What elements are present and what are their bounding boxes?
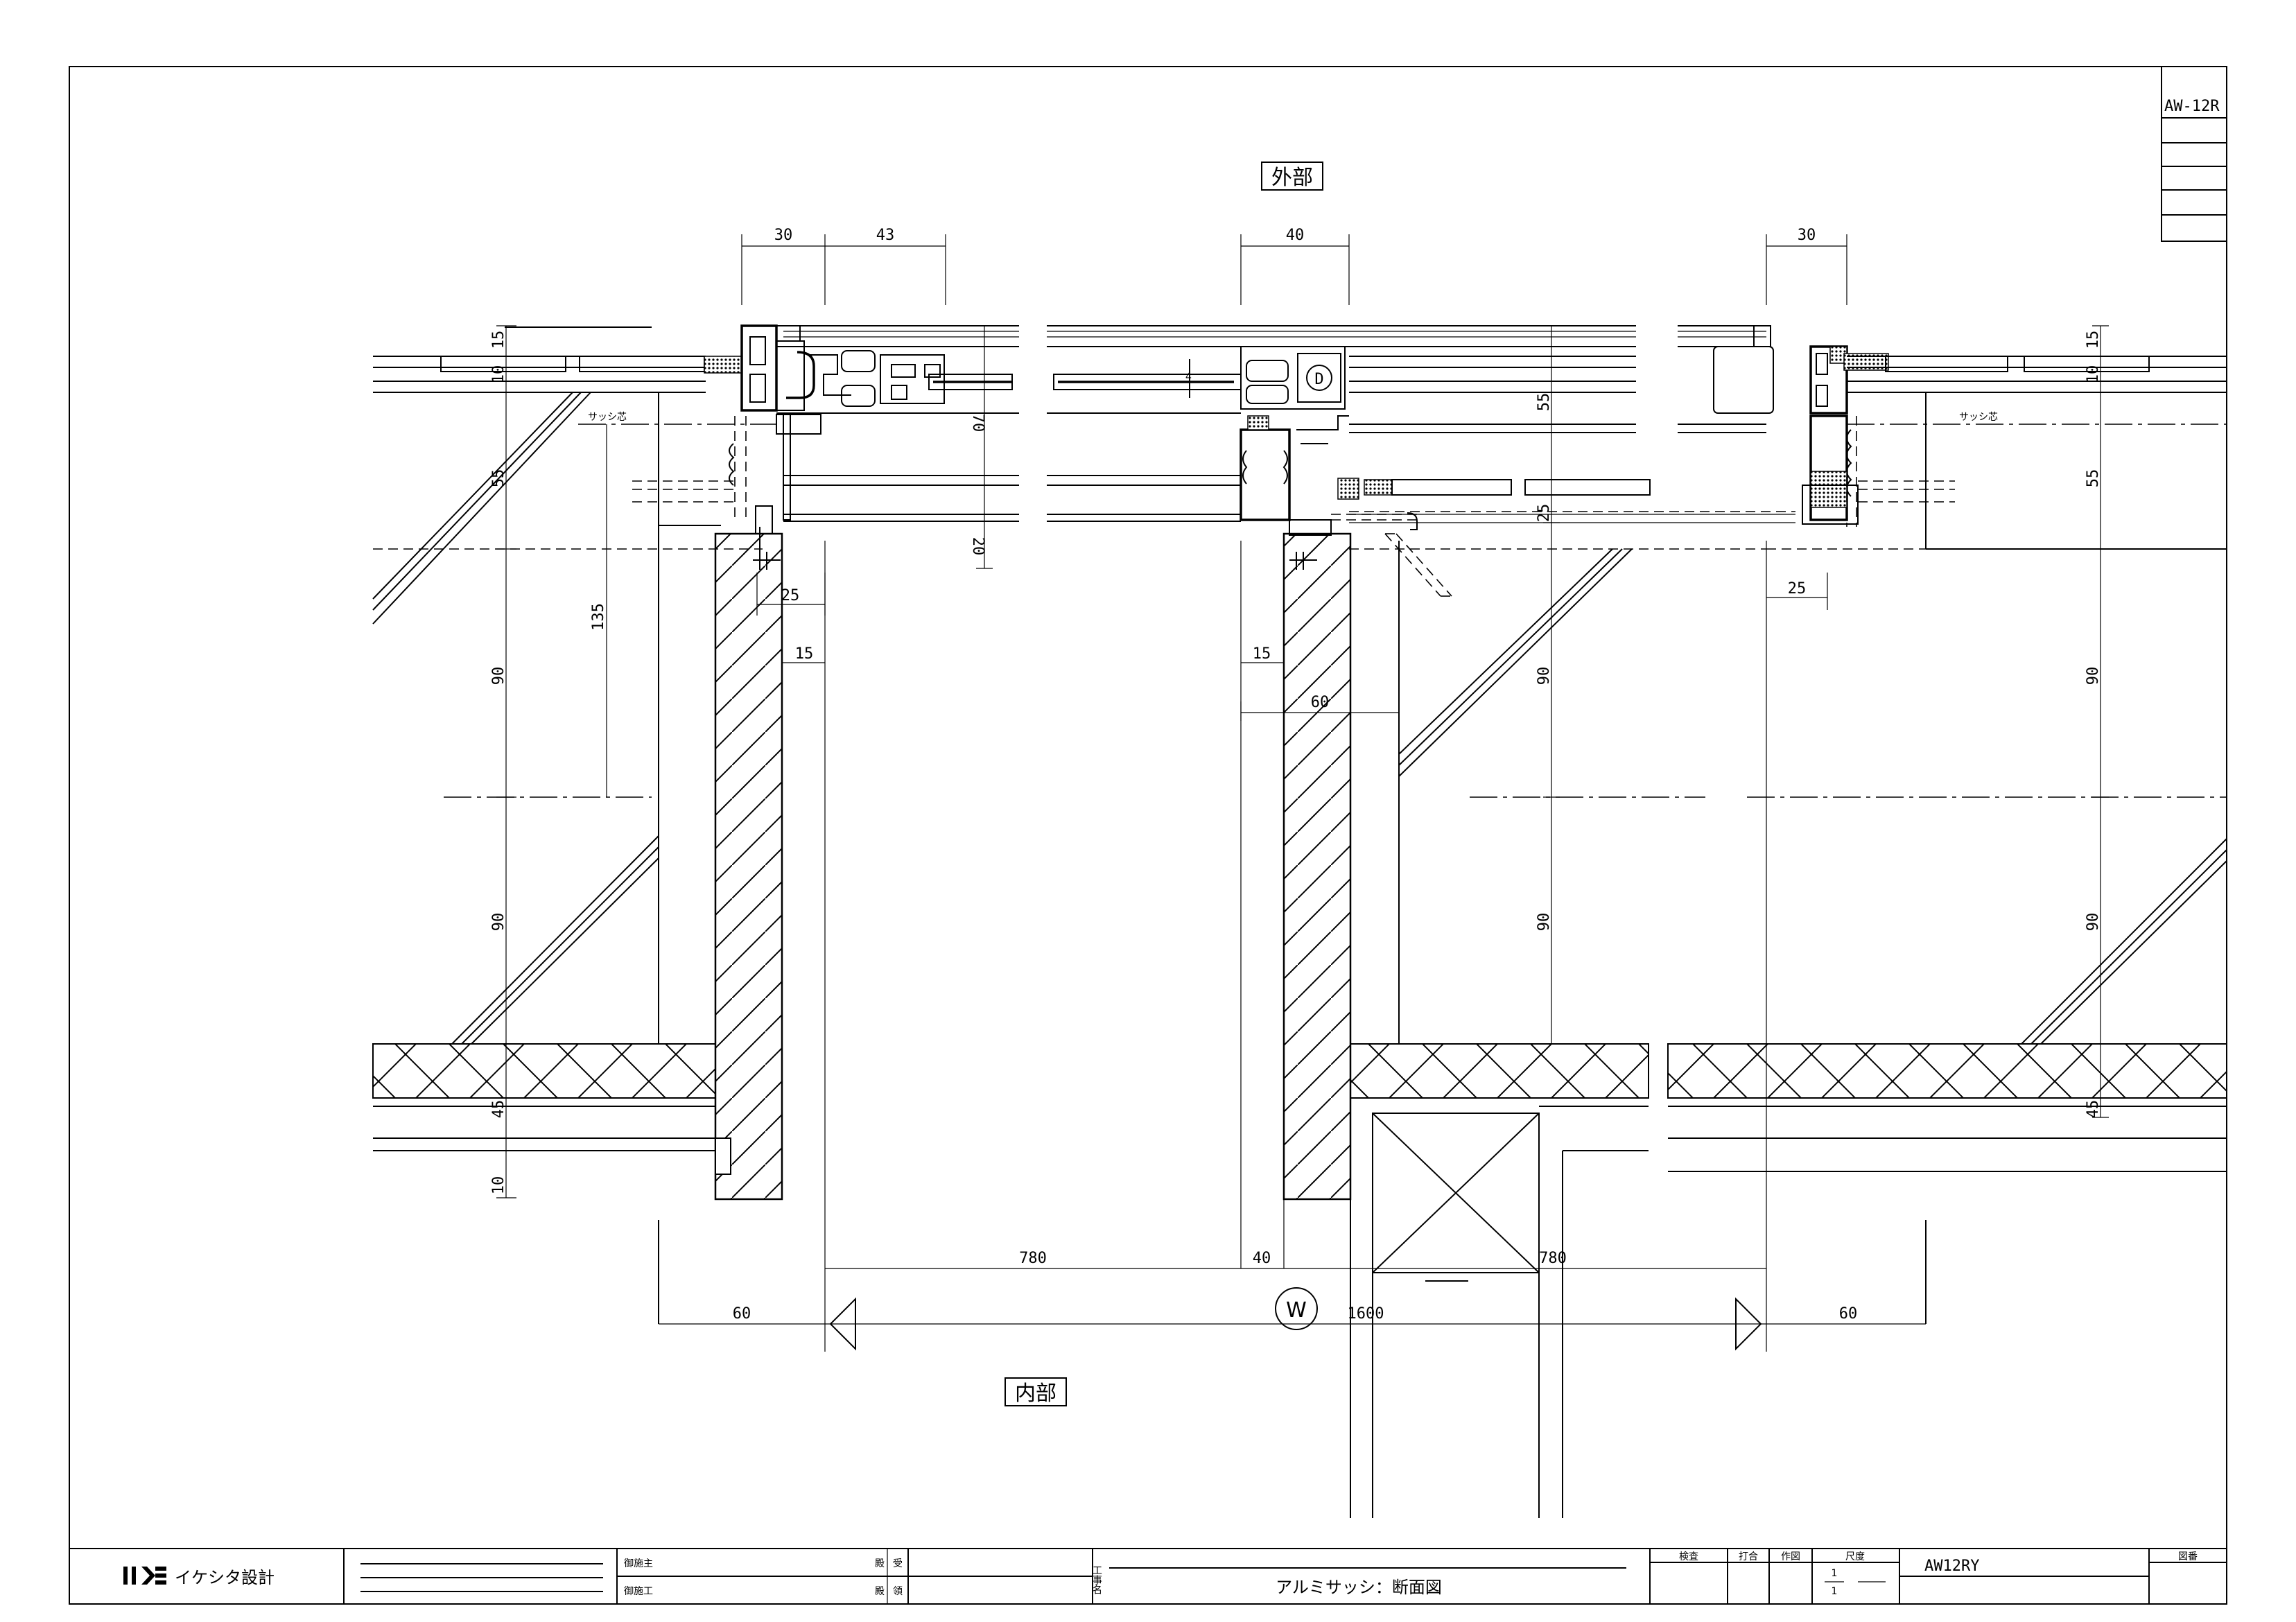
- dim-bottom-1600: 1600: [1348, 1305, 1384, 1323]
- dim-right-90-a: 90: [2085, 667, 2102, 686]
- drawing-title: アルミサッシ：断面図: [1276, 1578, 1442, 1597]
- dim-center-55: 55: [1536, 393, 1553, 412]
- dim-top-40: 40: [1286, 227, 1305, 244]
- sash-center-label-left: サッシ芯: [588, 412, 627, 423]
- check-header-meeting: 打合: [1739, 1551, 1758, 1562]
- interior-label-box: 内部: [1004, 1377, 1067, 1406]
- key-d-label: D: [1314, 371, 1323, 388]
- approval-client-label: 御施主: [624, 1558, 653, 1569]
- exterior-label-box: 外部: [1261, 162, 1323, 191]
- dim-mid-center-15: 15: [1253, 645, 1271, 663]
- dim-center-90-b: 90: [1536, 913, 1553, 932]
- dim-bottom-780-left: 780: [1019, 1250, 1047, 1267]
- dim-left-15: 15: [490, 331, 507, 349]
- dim-left-10-bottom: 10: [490, 1176, 507, 1195]
- approval-client-suffix: 殿: [875, 1558, 885, 1569]
- dim-right-15: 15: [2085, 331, 2102, 349]
- approval-contractor-suffix: 殿: [875, 1586, 885, 1597]
- dim-top-43: 43: [876, 227, 895, 244]
- key-w-label: W: [1286, 1298, 1307, 1323]
- dim-left-135: 135: [590, 603, 607, 631]
- dim-bottom-60-right: 60: [1839, 1305, 1858, 1323]
- company-logo: [123, 1567, 166, 1585]
- dim-left-55: 55: [490, 469, 507, 488]
- top-dimensions: 30 43 40 30: [741, 227, 1847, 305]
- check-header-drafting: 作図: [1781, 1551, 1800, 1562]
- dim-right-10: 10: [2085, 365, 2102, 384]
- dim-mid-center-60: 60: [1311, 694, 1330, 711]
- right-sash-frame: 25: [1678, 325, 1889, 610]
- exterior-label: 外部: [1271, 166, 1313, 190]
- dim-center-20: 20: [969, 537, 986, 556]
- dim-bottom-780-right: 780: [1539, 1250, 1567, 1267]
- approval-contractor-stamp: 領: [893, 1585, 903, 1597]
- label-4: 4: [1185, 372, 1192, 383]
- dim-top-30-left: 30: [774, 227, 793, 244]
- dim-right-45: 45: [2085, 1100, 2102, 1119]
- title-block: イケシタ設計 御施主 殿 受 御施工 殿 領 工事名 アルミサッシ：断面図 検査…: [69, 1548, 2227, 1604]
- company-name: イケシタ設計: [175, 1568, 275, 1587]
- dim-center-70: 70: [969, 414, 986, 433]
- center-meeting-stile: 4 D 60 15: [1047, 325, 1452, 1201]
- dim-left-10: 10: [490, 365, 507, 384]
- check-header-inspect: 検査: [1679, 1551, 1698, 1562]
- dim-top-30-right: 30: [1798, 227, 1816, 244]
- dim-left-90-a: 90: [490, 667, 507, 686]
- number-header: 図番: [2178, 1551, 2198, 1562]
- dim-left-90-b: 90: [490, 913, 507, 932]
- dim-center-90-a: 90: [1536, 667, 1553, 686]
- approval-client-stamp: 受: [893, 1558, 903, 1569]
- scale-denominator: 1: [1832, 1586, 1838, 1597]
- dim-bottom-40: 40: [1253, 1250, 1271, 1267]
- bottom-dimensions: 780 40 780 60 1600 60 W: [659, 541, 1926, 1352]
- dim-right-90-b: 90: [2085, 913, 2102, 932]
- dim-mid-right-25: 25: [1788, 580, 1807, 598]
- dim-bottom-60-left: 60: [733, 1305, 751, 1323]
- dim-left-45: 45: [490, 1100, 507, 1119]
- left-wall-assembly: 15 10 55 135 90 90 45 10 サッシ芯: [372, 325, 783, 1324]
- dim-mid-left-25: 25: [781, 587, 800, 604]
- approval-contractor-label: 御施工: [624, 1586, 653, 1597]
- sheet-frame: AW-12R: [69, 66, 2227, 1605]
- dim-center-25: 25: [1536, 504, 1553, 523]
- sheet-code: AW-12R: [2164, 98, 2220, 115]
- scale-header: 尺度: [1845, 1551, 1865, 1562]
- project-name-label: 工事名: [1091, 1565, 1102, 1594]
- center-right-wall: 55 25 90 90: [1349, 325, 1795, 1518]
- dim-mid-left-15: 15: [795, 645, 814, 663]
- drawing-number: AW12RY: [1924, 1558, 1979, 1575]
- sash-center-label-right: サッシ芯: [1959, 412, 1998, 423]
- dim-right-55: 55: [2085, 469, 2102, 488]
- interior-label: 内部: [1015, 1381, 1056, 1406]
- left-sash-frame: 70 20: [729, 324, 1019, 570]
- right-wall-assembly: サッシ芯 15 10 55 90 90 45: [1667, 325, 2227, 1324]
- scale-numerator: 1: [1832, 1568, 1838, 1579]
